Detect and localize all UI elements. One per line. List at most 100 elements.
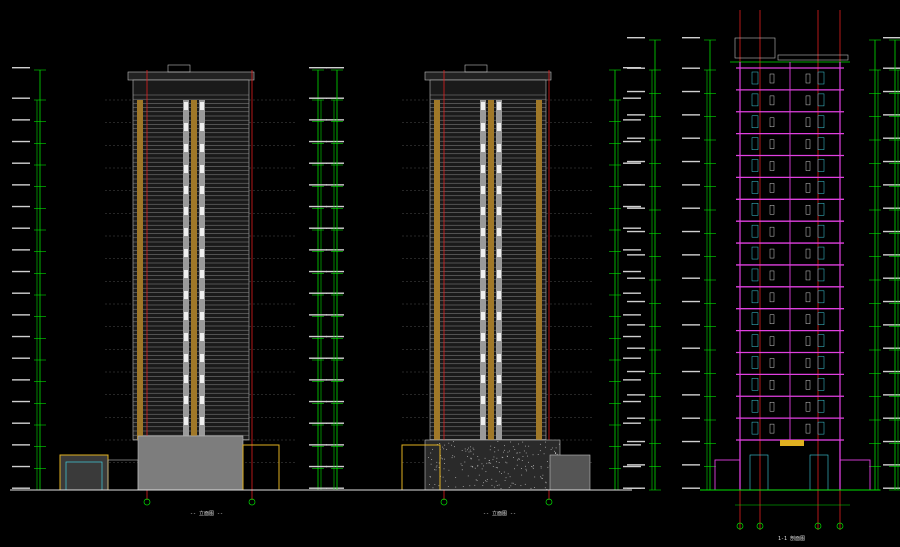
level-text-mark <box>309 336 327 337</box>
level-text-mark <box>309 293 327 294</box>
level-text-mark <box>627 418 645 419</box>
rear-annex <box>550 455 590 490</box>
level-text-mark <box>682 348 700 349</box>
window-block <box>184 207 188 215</box>
window-block <box>200 291 204 299</box>
stone-speck <box>510 476 511 477</box>
level-text-mark <box>623 249 641 250</box>
level-text-mark <box>309 466 327 467</box>
stone-speck <box>483 482 484 483</box>
level-text-mark <box>309 271 327 272</box>
stone-speck <box>526 470 527 471</box>
stone-speck <box>517 465 518 466</box>
level-text-mark <box>627 68 645 69</box>
window-block <box>481 165 485 173</box>
level-text-mark <box>623 228 641 229</box>
window-block <box>481 375 485 383</box>
level-text-mark <box>623 293 641 294</box>
level-text-mark <box>883 231 900 232</box>
level-text-mark <box>682 301 700 302</box>
level-text-mark <box>309 228 327 229</box>
level-text-mark <box>627 441 645 442</box>
level-text-mark <box>623 336 641 337</box>
stone-speck <box>471 451 472 452</box>
level-text-mark <box>623 358 641 359</box>
stone-speck <box>540 444 541 445</box>
stone-speck <box>503 452 504 453</box>
window-block <box>200 102 204 110</box>
window-block <box>200 165 204 173</box>
stone-speck <box>476 479 477 480</box>
level-text-mark <box>623 141 641 142</box>
level-text-mark <box>883 464 900 465</box>
level-text-mark <box>883 114 900 115</box>
stone-speck <box>431 459 432 460</box>
stone-speck <box>482 463 483 464</box>
window-block <box>497 165 501 173</box>
level-text-mark <box>326 488 344 489</box>
level-text-mark <box>682 278 700 279</box>
level-text-mark <box>623 466 641 467</box>
stone-speck <box>504 450 505 451</box>
level-text-mark <box>682 91 700 92</box>
window-block <box>481 270 485 278</box>
stone-speck <box>501 473 502 474</box>
stone-speck <box>443 448 444 449</box>
stone-speck <box>505 480 506 481</box>
stone-speck <box>485 480 486 481</box>
stone-speck <box>508 452 509 453</box>
window-block <box>184 312 188 320</box>
window-block <box>481 249 485 257</box>
level-text-mark <box>309 249 327 250</box>
window-block <box>497 396 501 404</box>
stone-speck <box>442 458 443 459</box>
window-block <box>184 396 188 404</box>
level-text-mark <box>627 184 645 185</box>
level-text-mark <box>883 254 900 255</box>
stone-speck <box>554 451 555 452</box>
window-block <box>200 228 204 236</box>
level-text-mark <box>883 418 900 419</box>
brown-pilaster-right <box>536 100 542 440</box>
level-text-mark <box>627 231 645 232</box>
window-block <box>481 102 485 110</box>
stone-speck <box>526 469 527 470</box>
stone-base <box>425 440 560 490</box>
level-text-mark <box>883 161 900 162</box>
window-block <box>184 291 188 299</box>
level-text-mark <box>309 488 327 489</box>
stone-speck <box>464 462 465 463</box>
level-text-mark <box>12 423 30 424</box>
level-text-mark <box>623 206 641 207</box>
stone-speck <box>444 445 445 446</box>
level-text-mark <box>12 184 30 185</box>
window-block <box>200 186 204 194</box>
level-text-mark <box>682 68 700 69</box>
stone-speck <box>438 485 439 486</box>
window-block <box>200 207 204 215</box>
level-text-mark <box>326 401 344 402</box>
stone-speck <box>544 453 545 454</box>
stone-speck <box>552 448 553 449</box>
level-text-mark <box>326 206 344 207</box>
level-text-mark <box>326 228 344 229</box>
window-block <box>497 207 501 215</box>
entrance-canopy <box>60 455 108 490</box>
stone-speck <box>509 451 510 452</box>
stone-speck <box>469 452 470 453</box>
level-text-mark <box>883 324 900 325</box>
stone-speck <box>508 473 509 474</box>
level-text-mark <box>627 464 645 465</box>
stone-speck <box>434 484 435 485</box>
window-block <box>497 270 501 278</box>
stone-speck <box>470 446 471 447</box>
stone-speck <box>514 468 515 469</box>
brown-pilaster-center <box>488 100 494 440</box>
stone-speck <box>432 449 433 450</box>
level-text-mark <box>309 444 327 445</box>
brown-pilaster-left <box>137 100 143 440</box>
window-block <box>184 270 188 278</box>
level-text-mark <box>326 379 344 380</box>
level-text-mark <box>326 271 344 272</box>
stone-speck <box>482 485 483 486</box>
